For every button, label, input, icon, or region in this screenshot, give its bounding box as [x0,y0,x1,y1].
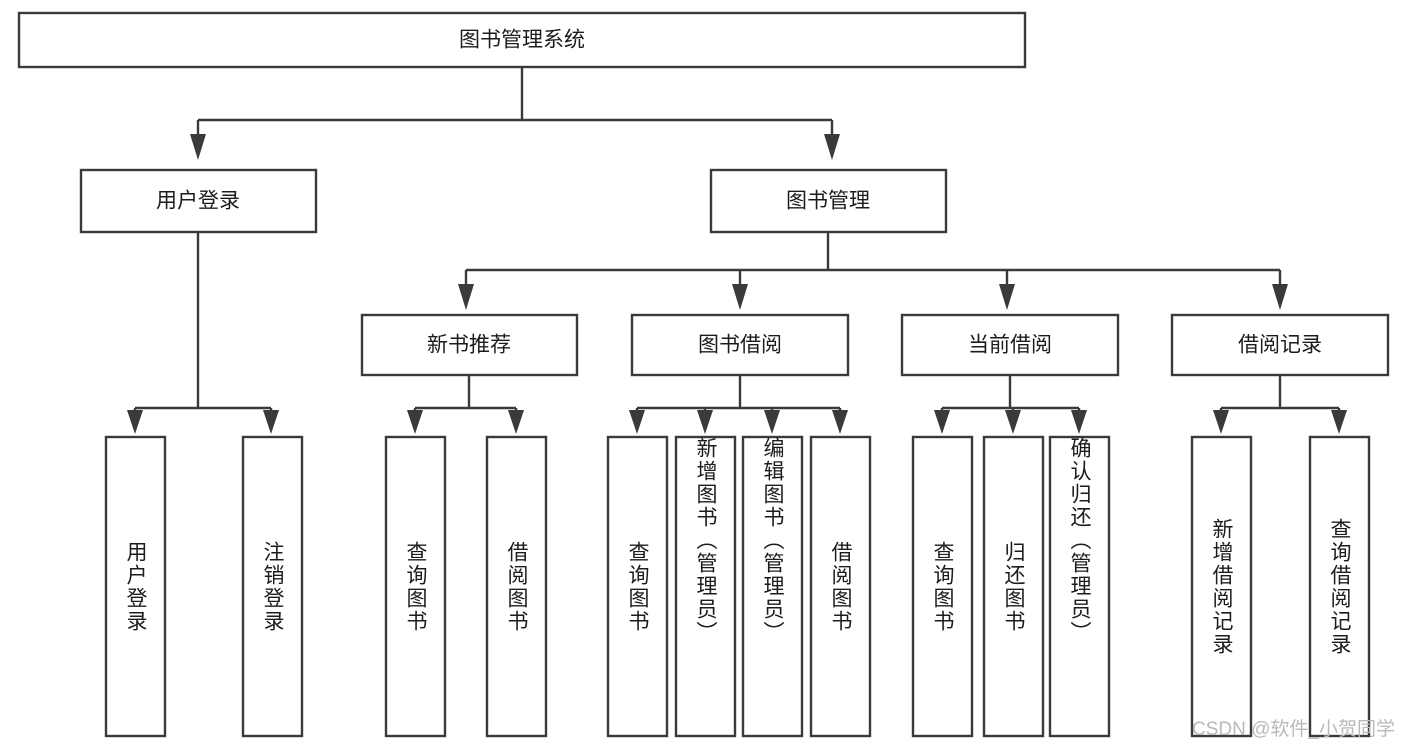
node-current-borrow-label: 当前借阅 [968,334,1052,357]
csdn-watermark: CSDN @软件_小贺同学 [1192,719,1395,740]
leaf-box-query-book-2[interactable] [606,435,669,738]
node-new-book-recommend[interactable]: 新书推荐 [360,313,579,377]
connector-user-login-to-leaves [127,232,279,434]
node-user-login-box[interactable] [79,168,318,234]
node-current-borrow[interactable]: 当前借阅 [900,313,1120,377]
node-borrow-record-box[interactable] [1170,313,1390,377]
node-user-login[interactable]: 用户登录 [79,168,318,234]
leaf-box-query-borrow-record[interactable] [1308,435,1371,738]
node-borrow-record[interactable]: 借阅记录 [1170,313,1390,377]
leaf-box-add-book-admin[interactable] [674,435,737,738]
node-user-login-label: 用户登录 [156,190,240,213]
leaf-boxes [104,435,1371,738]
arrowhead-leaf-add-book-admin [697,410,713,434]
arrowhead-leaf-query-book-2 [629,410,645,434]
node-new-book-recommend-label: 新书推荐 [427,334,511,357]
arrowhead-leaf-user-login [127,410,143,434]
arrowhead-leaf-user-logout [263,410,279,434]
leaf-box-borrow-book-1[interactable] [485,435,548,738]
arrowhead-leaf-query-borrow-record [1331,410,1347,434]
arrowhead-leaf-query-book-3 [934,410,950,434]
leaf-box-edit-book-admin[interactable] [741,435,804,738]
leaf-box-user-logout[interactable] [241,435,304,738]
node-book-manage-label: 图书管理 [786,190,870,213]
leaf-box-borrow-book-2[interactable] [809,435,872,738]
arrowhead-leaf-return-book [1005,410,1021,434]
node-book-borrow[interactable]: 图书借阅 [630,313,850,377]
leaf-box-confirm-return-admin[interactable] [1048,435,1111,738]
leaf-box-query-book-3[interactable] [911,435,974,738]
arrowhead-borrow-record [1272,284,1288,310]
leaf-box-return-book[interactable] [982,435,1045,738]
arrowhead-leaf-confirm-return-admin [1071,410,1087,434]
node-root-box[interactable] [17,11,1027,69]
connector-borrow-record-to-leaves [1213,375,1347,434]
arrowhead-leaf-query-book-1 [407,410,423,434]
arrowhead-leaf-add-borrow-record [1213,410,1229,434]
node-current-borrow-box[interactable] [900,313,1120,377]
leaf-box-user-login[interactable] [104,435,167,738]
arrowhead-new-book-recommend [458,284,474,310]
arrowhead-leaf-edit-book-admin [764,410,780,434]
arrowhead-current-borrow [999,284,1015,310]
arrowhead-leaf-borrow-book-2 [832,410,848,434]
node-root-label: 图书管理系统 [459,29,585,52]
node-root[interactable]: 图书管理系统 [17,11,1027,69]
connector-book-manage-to-level3 [458,232,1288,310]
leaf-box-add-borrow-record[interactable] [1190,435,1253,738]
arrowhead-leaf-borrow-book-1 [508,410,524,434]
connector-new-book-recommend-to-leaves [407,375,524,434]
node-borrow-record-label: 借阅记录 [1238,334,1322,357]
node-book-borrow-label: 图书借阅 [698,334,782,357]
node-book-borrow-box[interactable] [630,313,850,377]
node-new-book-recommend-box[interactable] [360,313,579,377]
connector-root-to-level2 [190,67,840,160]
leaf-box-query-book-1[interactable] [384,435,447,738]
connector-current-borrow-to-leaves [934,375,1087,434]
arrowhead-book-manage [824,134,840,160]
node-book-manage-box[interactable] [709,168,948,234]
arrowhead-user-login [190,134,206,160]
connector-book-borrow-to-leaves [629,375,848,434]
node-book-manage[interactable]: 图书管理 [709,168,948,234]
arrowhead-book-borrow [732,284,748,310]
